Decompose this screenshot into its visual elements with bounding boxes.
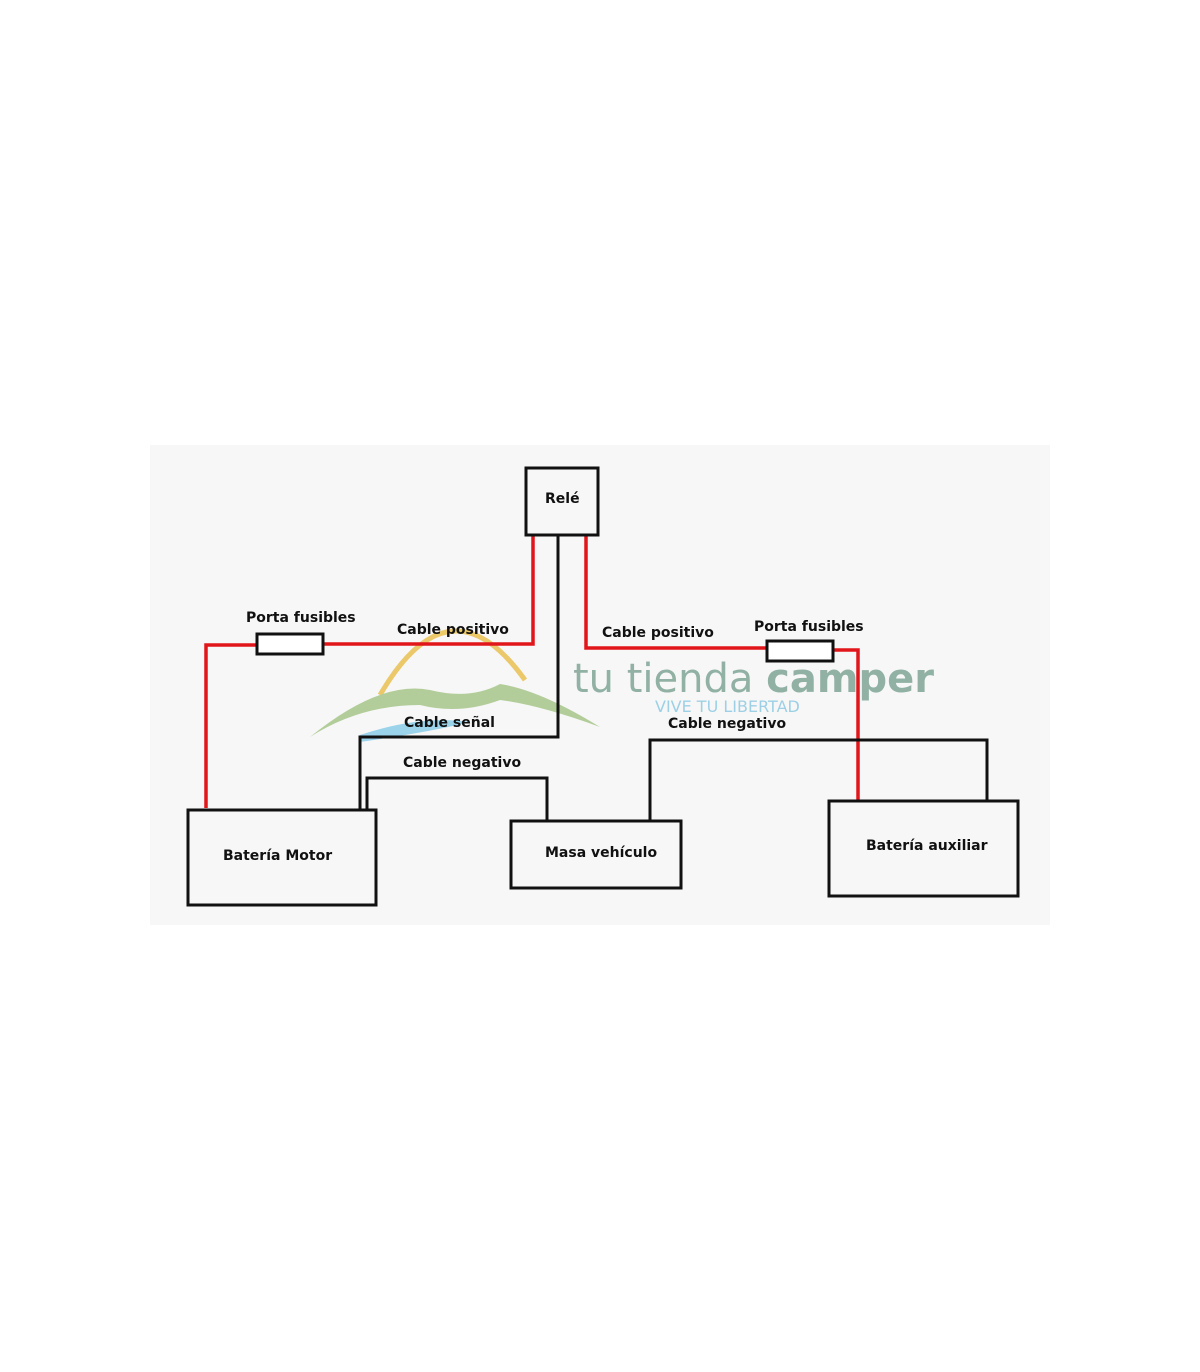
masa-vehiculo-label: Masa vehículo — [545, 845, 657, 861]
positive-wire-rele-to-fuse — [584, 534, 767, 650]
bateria-auxiliar-label: Batería auxiliar — [866, 838, 988, 854]
porta-fusibles-left-box — [255, 632, 325, 656]
rele-box — [524, 466, 600, 537]
masa-vehiculo-box — [509, 819, 683, 890]
cable-negativo-left-label: Cable negativo — [403, 755, 521, 771]
porta-fusibles-right-label: Porta fusibles — [754, 619, 864, 635]
bateria-motor-label: Batería Motor — [223, 848, 332, 864]
bateria-motor-box — [186, 808, 378, 907]
component-boxes — [186, 466, 1020, 907]
positive-wires — [204, 534, 860, 808]
positive-wire-motor-to-fuse — [204, 643, 257, 808]
rele-label: Relé — [545, 491, 580, 507]
cable-senal-label: Cable señal — [404, 715, 495, 731]
signal-wire — [358, 536, 560, 810]
watermark-brand-text: tu tienda camper — [573, 656, 934, 702]
positive-wire-fuse-to-auxiliar — [833, 648, 860, 800]
positive-wire-fuse-to-rele — [323, 534, 535, 646]
porta-fusibles-left-label: Porta fusibles — [246, 610, 356, 626]
cable-positivo-right-label: Cable positivo — [602, 625, 714, 641]
negative-wire-motor-to-masa — [365, 776, 549, 820]
bateria-auxiliar-box — [827, 799, 1020, 898]
negative-wire-masa-to-auxiliar — [648, 738, 989, 820]
black-wires — [358, 536, 989, 820]
watermark-mountains — [310, 684, 600, 737]
watermark-sun-arc — [377, 628, 528, 697]
cable-positivo-left-label: Cable positivo — [397, 622, 509, 638]
diagram-panel — [150, 445, 1050, 925]
porta-fusibles-right-box — [765, 639, 835, 663]
cable-negativo-right-label: Cable negativo — [668, 716, 786, 732]
watermark-tagline: VIVE TU LIBERTAD — [655, 697, 800, 716]
